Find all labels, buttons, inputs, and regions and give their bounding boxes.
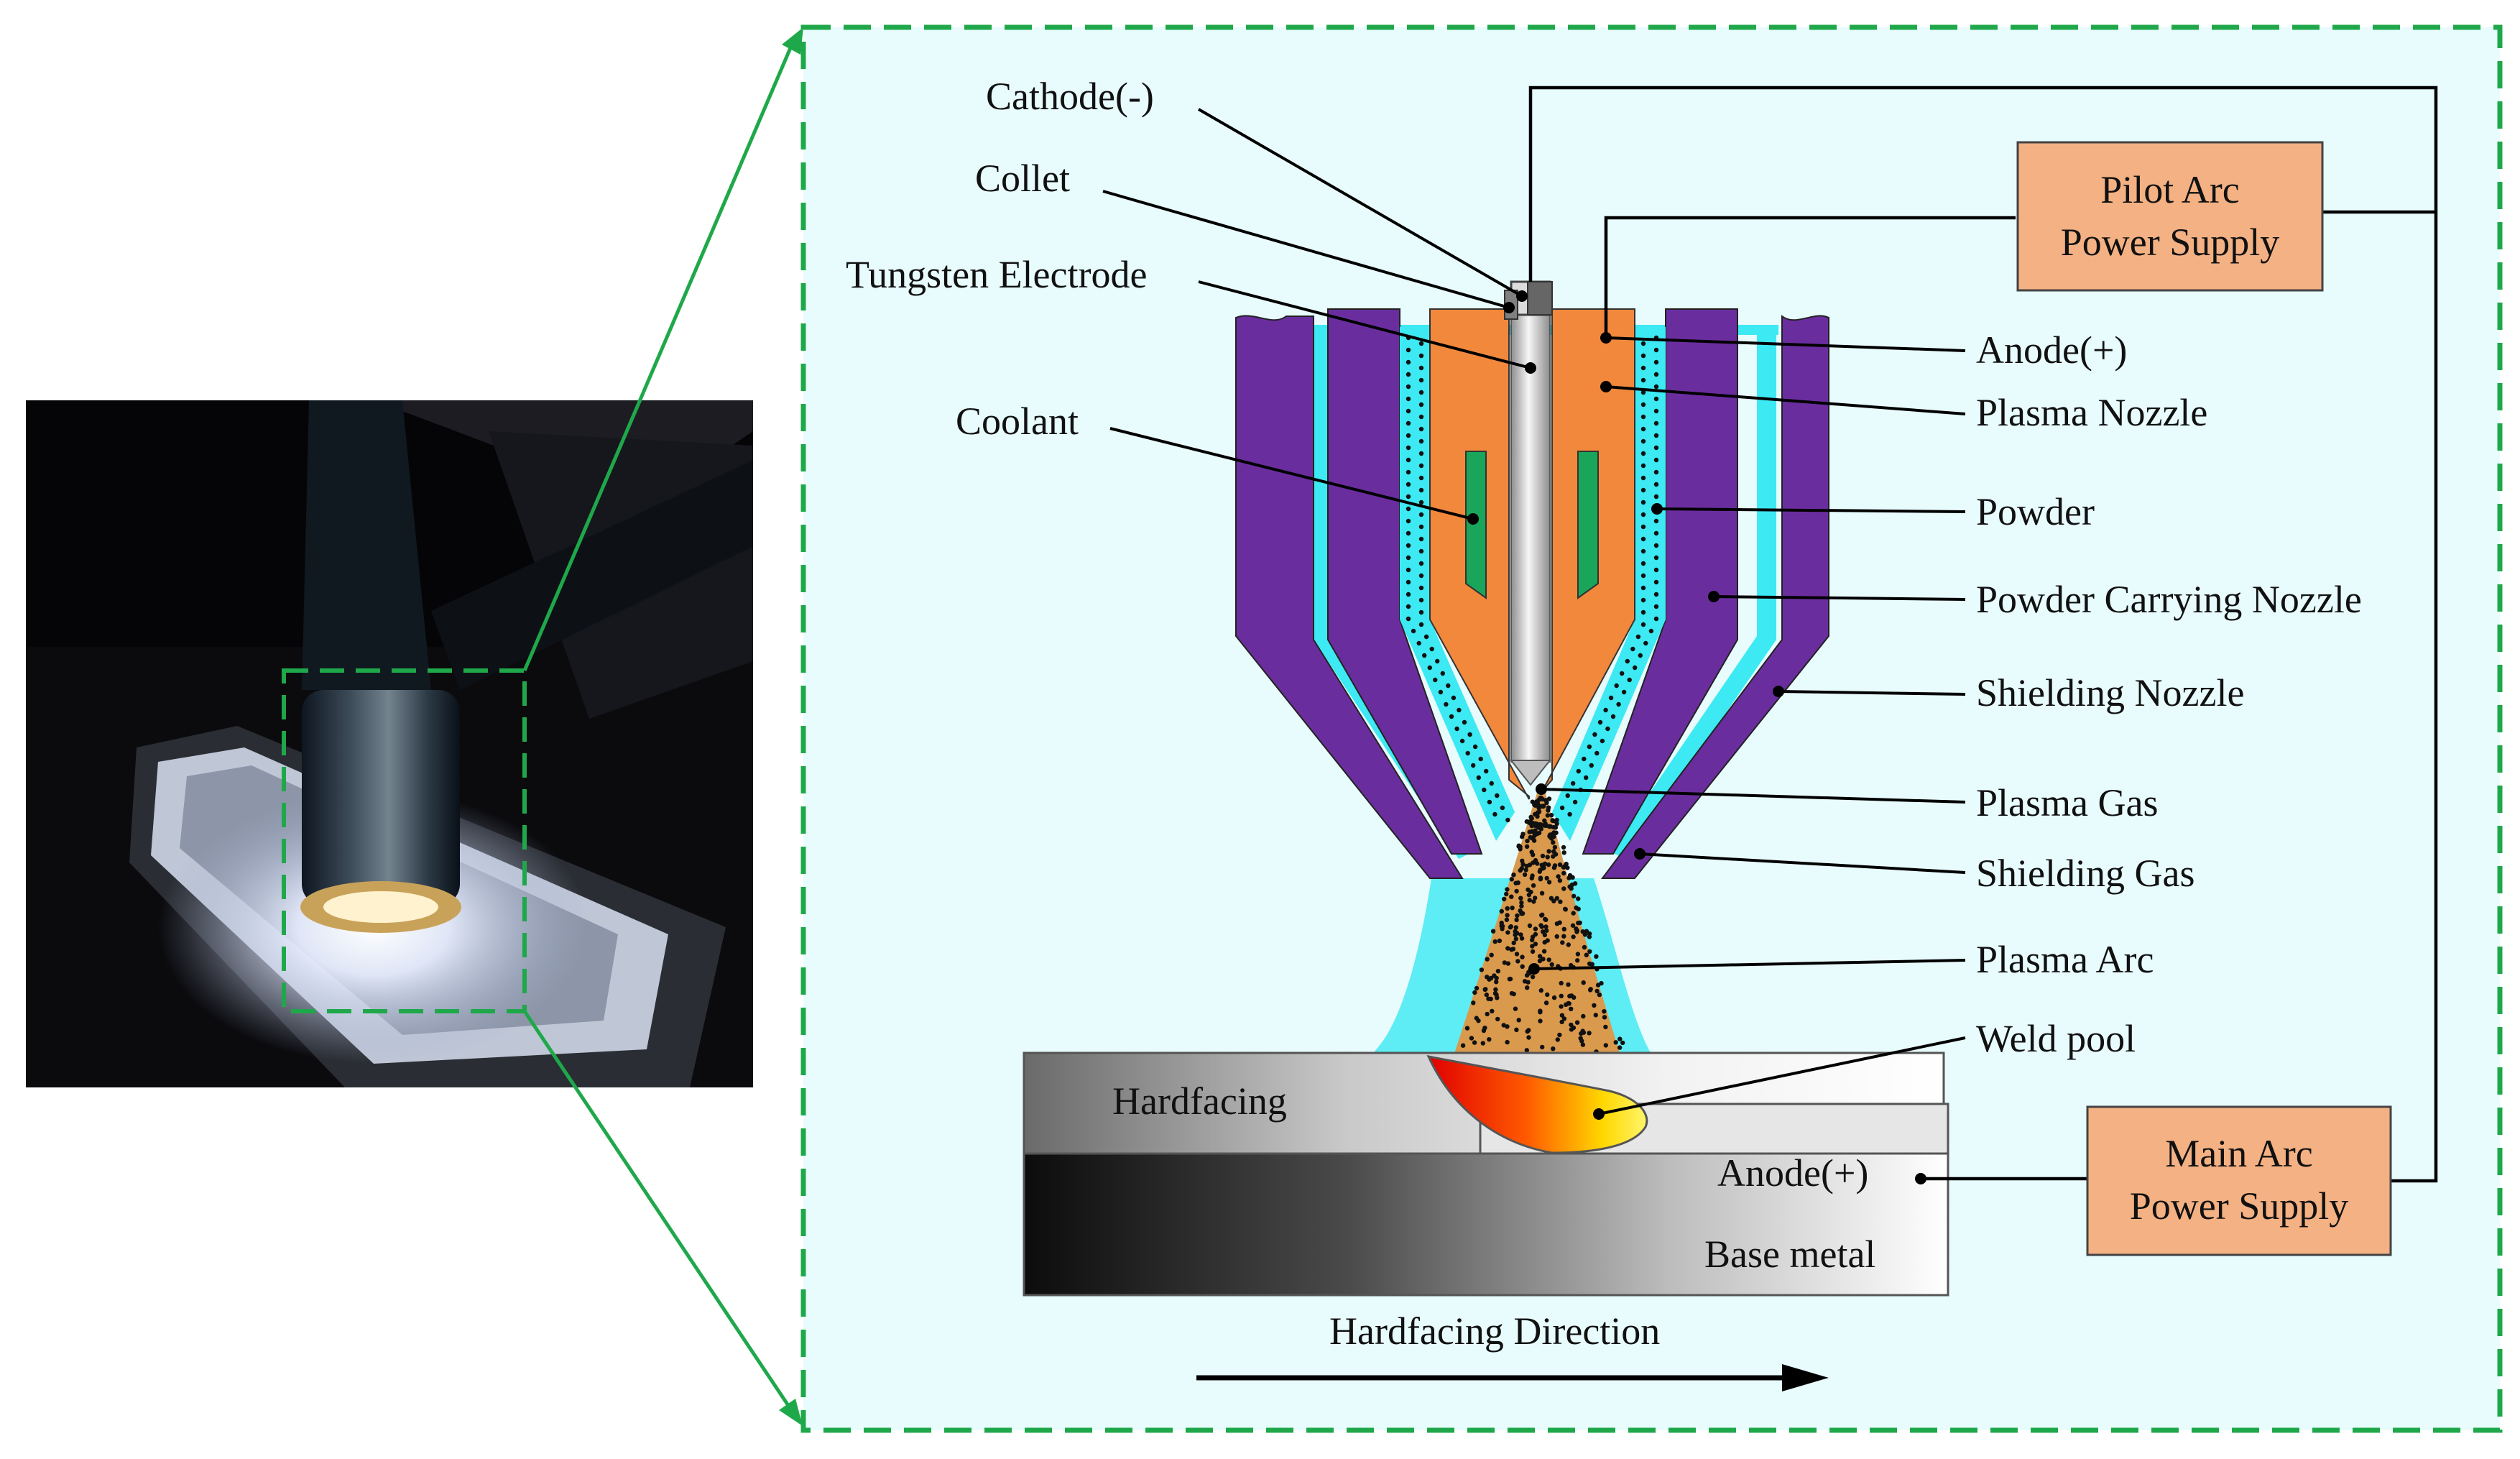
leader-plasma-nozzle bbox=[1605, 385, 1966, 415]
main-arc-line1: Main Arc bbox=[2165, 1132, 2312, 1175]
dot-plasma-gas bbox=[1536, 783, 1547, 795]
label-plasma-nozzle: Plasma Nozzle bbox=[1976, 391, 2207, 434]
shielding-gas-right bbox=[1610, 327, 1776, 859]
leader-powder bbox=[1656, 507, 1966, 513]
dot-anode-base bbox=[1915, 1173, 1926, 1184]
dot-plasma-nozzle bbox=[1600, 381, 1612, 392]
leader-weld-pool bbox=[1598, 1036, 1966, 1115]
leader-coolant bbox=[1109, 427, 1474, 520]
zoom-line-top bbox=[522, 39, 796, 671]
label-base-metal: Base metal bbox=[1704, 1233, 1875, 1276]
photo-zoom-region bbox=[282, 668, 527, 1013]
label-powder: Powder bbox=[1976, 490, 2095, 533]
main-arc-line2: Power Supply bbox=[2130, 1184, 2349, 1228]
label-collet: Collet bbox=[975, 157, 1070, 200]
leader-tungsten bbox=[1198, 280, 1531, 369]
dot-weld-pool bbox=[1593, 1108, 1605, 1120]
dot-shielding-gas bbox=[1634, 848, 1646, 860]
powder-particles bbox=[1406, 335, 1659, 823]
label-hardfacing: Hardfacing bbox=[1112, 1080, 1287, 1123]
label-powder-carrying-nozzle: Powder Carrying Nozzle bbox=[1976, 578, 2362, 621]
label-plasma-arc: Plasma Arc bbox=[1976, 938, 2154, 981]
weld-pool bbox=[1426, 1054, 1648, 1154]
dot-plasma-arc bbox=[1528, 963, 1540, 975]
dot-shielding-nozzle bbox=[1773, 686, 1784, 697]
main-arc-power-supply-box bbox=[2086, 1105, 2392, 1256]
dot-anode-top bbox=[1600, 332, 1612, 344]
dot-cathode bbox=[1516, 290, 1528, 302]
coolant-right bbox=[1577, 451, 1599, 599]
dot-collet bbox=[1503, 302, 1515, 313]
label-tungsten-electrode: Tungsten Electrode bbox=[846, 253, 1147, 296]
cathode-contact bbox=[1527, 281, 1553, 316]
label-hardfacing-direction: Hardfacing Direction bbox=[1329, 1310, 1660, 1353]
dot-powder bbox=[1651, 503, 1663, 515]
powder-channel-right bbox=[1552, 327, 1666, 841]
pilot-arc-line1: Pilot Arc bbox=[2100, 168, 2240, 211]
powder-nozzle-left bbox=[1327, 308, 1483, 855]
leader-cathode bbox=[1197, 108, 1523, 298]
electrode-tip bbox=[1509, 760, 1552, 786]
powder-channel-left bbox=[1400, 327, 1515, 841]
pilot-arc-power-supply-box bbox=[2016, 141, 2324, 292]
leader-plasma-gas bbox=[1541, 788, 1966, 804]
dot-coolant bbox=[1467, 513, 1479, 525]
zoom-arrowhead-bottom bbox=[779, 1399, 803, 1426]
label-plasma-gas: Plasma Gas bbox=[1976, 781, 2158, 824]
leader-plasma-arc bbox=[1533, 959, 1966, 970]
label-coolant: Coolant bbox=[956, 400, 1079, 443]
leader-shielding-nozzle bbox=[1778, 690, 1966, 696]
shielding-nozzle-left bbox=[1235, 315, 1464, 879]
leader-powder-carrying-nozzle bbox=[1713, 595, 1966, 601]
label-cathode: Cathode(-) bbox=[986, 75, 1154, 118]
base-metal bbox=[1023, 1152, 1949, 1297]
arrow-right-icon bbox=[1782, 1364, 1829, 1391]
dot-powder-carrying-nozzle bbox=[1708, 591, 1720, 602]
label-shielding-gas: Shielding Gas bbox=[1976, 852, 2195, 895]
leader-shielding-gas bbox=[1639, 852, 1966, 874]
label-anode-top: Anode(+) bbox=[1976, 328, 2127, 372]
leader-collet bbox=[1102, 190, 1510, 309]
coolant-left bbox=[1465, 451, 1487, 599]
label-anode-base: Anode(+) bbox=[1717, 1151, 1868, 1195]
wire-cathode bbox=[1528, 86, 2438, 1183]
zoom-line-bottom bbox=[522, 1010, 793, 1410]
wire-pilot-anode bbox=[1604, 216, 2016, 338]
welding-torch-photo bbox=[26, 400, 753, 1087]
zoom-arrowhead-top bbox=[782, 27, 803, 55]
pilot-arc-line2: Power Supply bbox=[2061, 221, 2280, 264]
label-shielding-nozzle: Shielding Nozzle bbox=[1976, 671, 2244, 714]
label-weld-pool: Weld pool bbox=[1976, 1017, 2136, 1060]
dot-tungsten bbox=[1525, 362, 1536, 374]
leader-anode-top bbox=[1605, 336, 1966, 352]
